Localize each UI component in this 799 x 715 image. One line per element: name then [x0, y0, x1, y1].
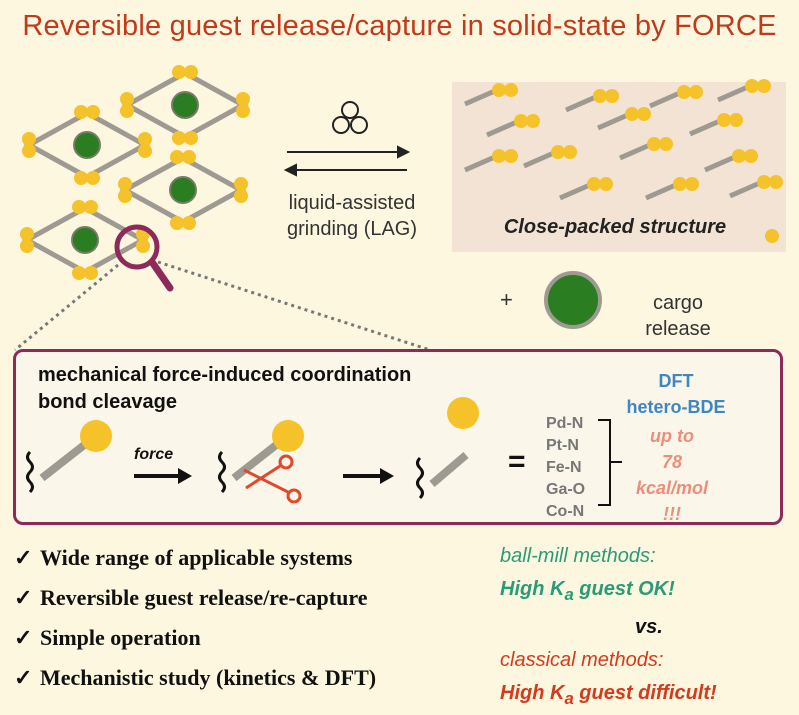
feature-list: ✓ Wide range of applicable systems ✓ Rever…	[14, 538, 494, 698]
bond-list: Pd-N Pt-N Fe-N Ga-O Co-N	[546, 413, 606, 523]
bond-item: Pt-N	[546, 437, 579, 454]
bond-cleavage-panel	[13, 349, 783, 525]
surface-3-icon	[416, 456, 424, 500]
list-item-text: Simple operation	[40, 625, 201, 650]
classical-post: guest difficult!	[573, 682, 717, 704]
surface-2-icon	[218, 450, 226, 494]
ballmill-sub: a	[564, 585, 574, 604]
close-packed-fragments	[465, 79, 783, 243]
check-icon: ✓	[14, 665, 33, 690]
classical-pre: High K	[500, 682, 565, 704]
list-item: ✓ Mechanistic study (kinetics & DFT)	[14, 658, 494, 698]
ballmill-post: guest OK!	[573, 578, 675, 600]
list-item: ✓ Wide range of applicable systems	[14, 538, 494, 578]
cargo-line2: release	[645, 318, 711, 340]
cargo-release-label: cargo release	[628, 290, 728, 342]
energy-line1: up to	[650, 426, 694, 446]
arrow-right-icon	[380, 468, 394, 484]
close-packed-panel	[452, 82, 786, 252]
ball-mill-icon	[332, 101, 368, 134]
ballmill-label: ball-mill methods:	[500, 545, 656, 567]
lag-line1: liquid-assisted	[288, 192, 416, 214]
check-icon: ✓	[14, 545, 33, 570]
panel-title-line2: bond cleavage	[38, 391, 177, 413]
cargo-line1: cargo	[652, 292, 704, 314]
energy-label: up to 78 kcal/mol !!!	[632, 423, 712, 527]
energy-line3: kcal/mol	[635, 478, 709, 498]
check-icon: ✓	[14, 625, 33, 650]
energy-line4: !!!	[663, 504, 681, 524]
method-comparison: ball-mill methods: High Ka guest OK! vs.…	[500, 540, 795, 715]
energy-line2: 78	[661, 452, 683, 472]
magnifier-icon	[114, 224, 174, 292]
bond-item: Fe-N	[546, 459, 582, 476]
ballmill-pre: High K	[500, 578, 565, 600]
lag-label: liquid-assisted grinding (LAG)	[262, 190, 442, 242]
force-label: force	[134, 446, 174, 463]
panel-title-line1: mechanical force-induced coordination	[38, 364, 412, 386]
panel-title: mechanical force-induced coordination bo…	[38, 362, 498, 416]
ballmill-result: High Ka guest OK!	[500, 573, 795, 611]
versus-label: vs.	[635, 616, 663, 638]
bond-item: Co-N	[546, 503, 585, 520]
arrow-right-icon	[178, 468, 192, 484]
released-metal-node	[447, 397, 479, 429]
check-icon: ✓	[14, 585, 33, 610]
dft-line2: hetero-BDE	[626, 397, 726, 417]
bond-item: Ga-O	[546, 481, 586, 498]
equals-sign: =	[508, 445, 526, 478]
classical-result: High Ka guest difficult!	[500, 677, 795, 715]
metal-node-2	[272, 420, 304, 452]
page-title: Reversible guest release/capture in soli…	[22, 10, 777, 42]
metal-node-1	[80, 420, 112, 452]
surface-1-icon	[26, 450, 34, 494]
bond-item: Pd-N	[546, 415, 584, 432]
list-item: ✓ Reversible guest release/re-capture	[14, 578, 494, 618]
list-item-text: Wide range of applicable systems	[40, 545, 353, 570]
equilibrium-arrows	[283, 145, 411, 177]
scissors-icon	[243, 454, 302, 504]
cargo-guest	[544, 271, 602, 329]
list-item: ✓ Simple operation	[14, 618, 494, 658]
plus-sign: +	[500, 287, 513, 312]
dft-line1: DFT	[658, 371, 694, 391]
list-item-text: Reversible guest release/re-capture	[40, 585, 368, 610]
lag-line2: grinding (LAG)	[286, 218, 418, 240]
classical-sub: a	[564, 689, 574, 708]
list-item-text: Mechanistic study (kinetics & DFT)	[40, 665, 377, 690]
classical-label: classical methods:	[500, 649, 664, 671]
dft-label: DFT hetero-BDE	[616, 368, 736, 420]
close-packed-label: Close-packed structure	[503, 216, 727, 238]
